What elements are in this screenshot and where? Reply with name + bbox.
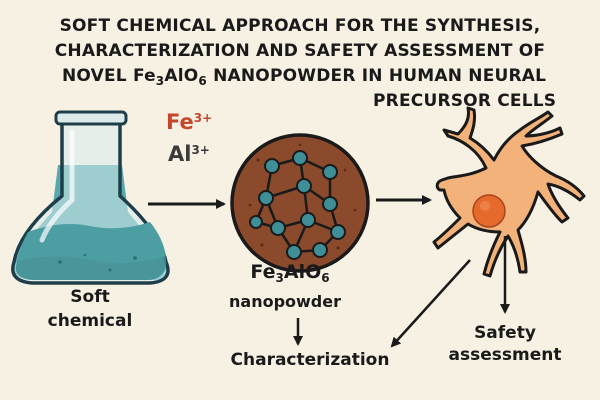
nanoparticle-icon (230, 133, 370, 273)
title-text: AlO (164, 66, 199, 86)
fe-charge: 3+ (193, 111, 213, 125)
nanopowder-label: nanopowder (229, 292, 341, 311)
flask-label-line-2: chemical (47, 311, 133, 331)
safety-label-line-2: assessment (448, 345, 562, 365)
safety-label-line-1: Safety (474, 323, 536, 343)
characterization-label: Characterization (230, 350, 390, 370)
title-line-3: NOVEL Fe3AlO6 NANOPOWDER IN HUMAN NEURAL (62, 66, 546, 91)
al-ion-label: Al3+ (168, 142, 210, 166)
al-symbol: Al (168, 142, 192, 166)
nanopowder-formula: Fe3AlO6 (225, 261, 355, 285)
formula-text: Fe (250, 261, 276, 283)
title-line-4: PRECURSOR CELLS (373, 91, 557, 111)
neuron-icon (432, 106, 586, 278)
formula-subscript: 3 (275, 271, 284, 285)
fe-symbol: Fe (166, 110, 194, 134)
formula-subscript: 6 (321, 271, 330, 285)
title-line-2: CHARACTERIZATION AND SAFETY ASSESSMENT O… (54, 41, 546, 61)
title-subscript: 6 (198, 74, 207, 88)
fe-ion-label: Fe3+ (166, 110, 212, 134)
title-text: NANOPOWDER IN HUMAN NEURAL (206, 66, 547, 86)
title-line-1: SOFT CHEMICAL APPROACH FOR THE SYNTHESIS… (59, 16, 541, 36)
flask-icon (11, 110, 170, 285)
arrow-to-characterization-from-neuron (390, 259, 471, 348)
formula-text: AlO (283, 261, 322, 283)
al-charge: 3+ (191, 143, 210, 157)
flask-label-line-1: Soft (70, 287, 110, 307)
title-subscript: 3 (155, 74, 165, 88)
title-text: NOVEL Fe (62, 66, 156, 86)
